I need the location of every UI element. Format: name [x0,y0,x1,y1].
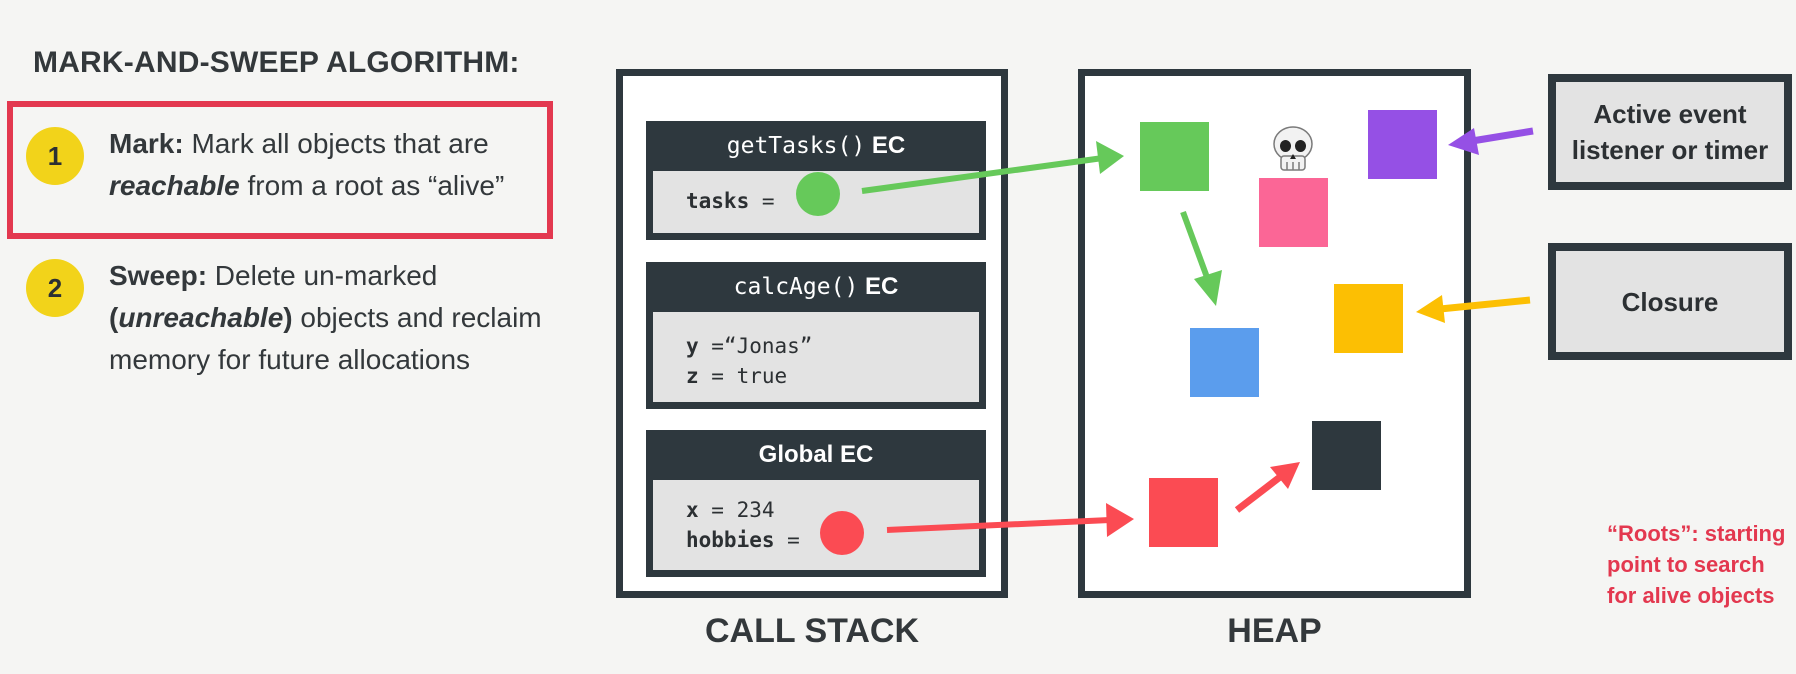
skull-icon [1273,126,1313,171]
ec-title: getTasks() EC [646,121,986,171]
variable-name: y [686,334,699,358]
root-closure: Closure [1548,243,1792,360]
step-text: objects and reclaim memory for future al… [109,302,542,375]
ec-title: calcAge() EC [646,262,986,312]
roots-note: “Roots”: starting point to search for al… [1607,521,1786,608]
arrow-tasks-to-green [861,141,1124,194]
step-label: Sweep: [109,260,208,291]
mark-step-highlight [7,101,553,239]
heap-object-pink [1259,178,1328,247]
variable-line: z = true [686,361,979,391]
step-emphasis: unreachable [118,302,284,333]
variable-name: z [686,364,699,388]
step-number-badge: 2 [26,259,84,317]
call-stack-caption: CALL STACK [704,612,920,650]
step-emphasis: reachable [109,170,240,201]
step-text: from a root as “alive” [239,170,505,201]
variable-value: = [774,528,800,552]
ec-variables: x = 234 hobbies = [653,480,979,570]
ec-variables: y =“Jonas” z = true [653,312,979,402]
variable-line: hobbies = [686,525,979,555]
ec-title-code: getTasks() [726,133,866,159]
arrow-listener-to-purple [1448,127,1534,155]
execution-context-calcage: calcAge() EC y =“Jonas” z = true [646,262,986,409]
heap-object-purple [1368,110,1437,179]
heap-object-blue [1190,328,1259,397]
step-number-badge: 1 [26,127,84,185]
ec-title-suffix: EC [865,132,906,159]
ec-title-suffix: EC [858,273,899,300]
variable-line: y =“Jonas” [686,331,979,361]
step-text: Delete un-marked [207,260,438,291]
ec-title: Global EC [646,430,986,480]
arrow-closure-to-yellow [1416,295,1531,323]
hobbies-reference-dot [820,511,864,555]
heap-object-dark [1312,421,1381,490]
step-paren: ) [283,302,293,333]
step-text: Mark all objects that are [183,128,489,159]
call-stack-panel: getTasks() EC tasks = calcAge() EC y =“J… [616,69,1008,598]
root-event-listener: Active event listener or timer [1548,74,1792,190]
variable-value: =“Jonas” [698,334,813,358]
ec-title-suffix: Global EC [758,441,874,468]
heap-caption: HEAP [1227,612,1322,650]
variable-line: tasks = [686,186,979,216]
diagram-title: MARK-AND-SWEEP ALGORITHM: [33,46,520,79]
execution-context-global: Global EC x = 234 hobbies = [646,430,986,577]
variable-value: = 234 [698,498,775,522]
heap-object-green [1140,122,1209,191]
variable-line: x = 234 [686,495,979,525]
step-paren: ( [109,302,119,333]
arrow-hobbies-to-red [886,503,1134,537]
variable-name: hobbies [686,528,775,552]
heap-object-red [1149,478,1218,547]
tasks-reference-dot [796,172,840,216]
ec-title-code: calcAge() [733,274,859,300]
step-label: Mark: [109,128,184,159]
variable-name: tasks [686,189,750,213]
step-description: Sweep: Delete un-marked (unreachable) ob… [109,255,569,381]
step-description: Mark: Mark all objects that are reachabl… [109,123,569,207]
variable-value: = true [698,364,788,388]
variable-name: x [686,498,699,522]
arrow-green-to-blue [1180,210,1222,306]
variable-value: = [749,189,775,213]
heap-object-yellow [1334,284,1403,353]
arrow-red-to-dark [1234,462,1300,513]
